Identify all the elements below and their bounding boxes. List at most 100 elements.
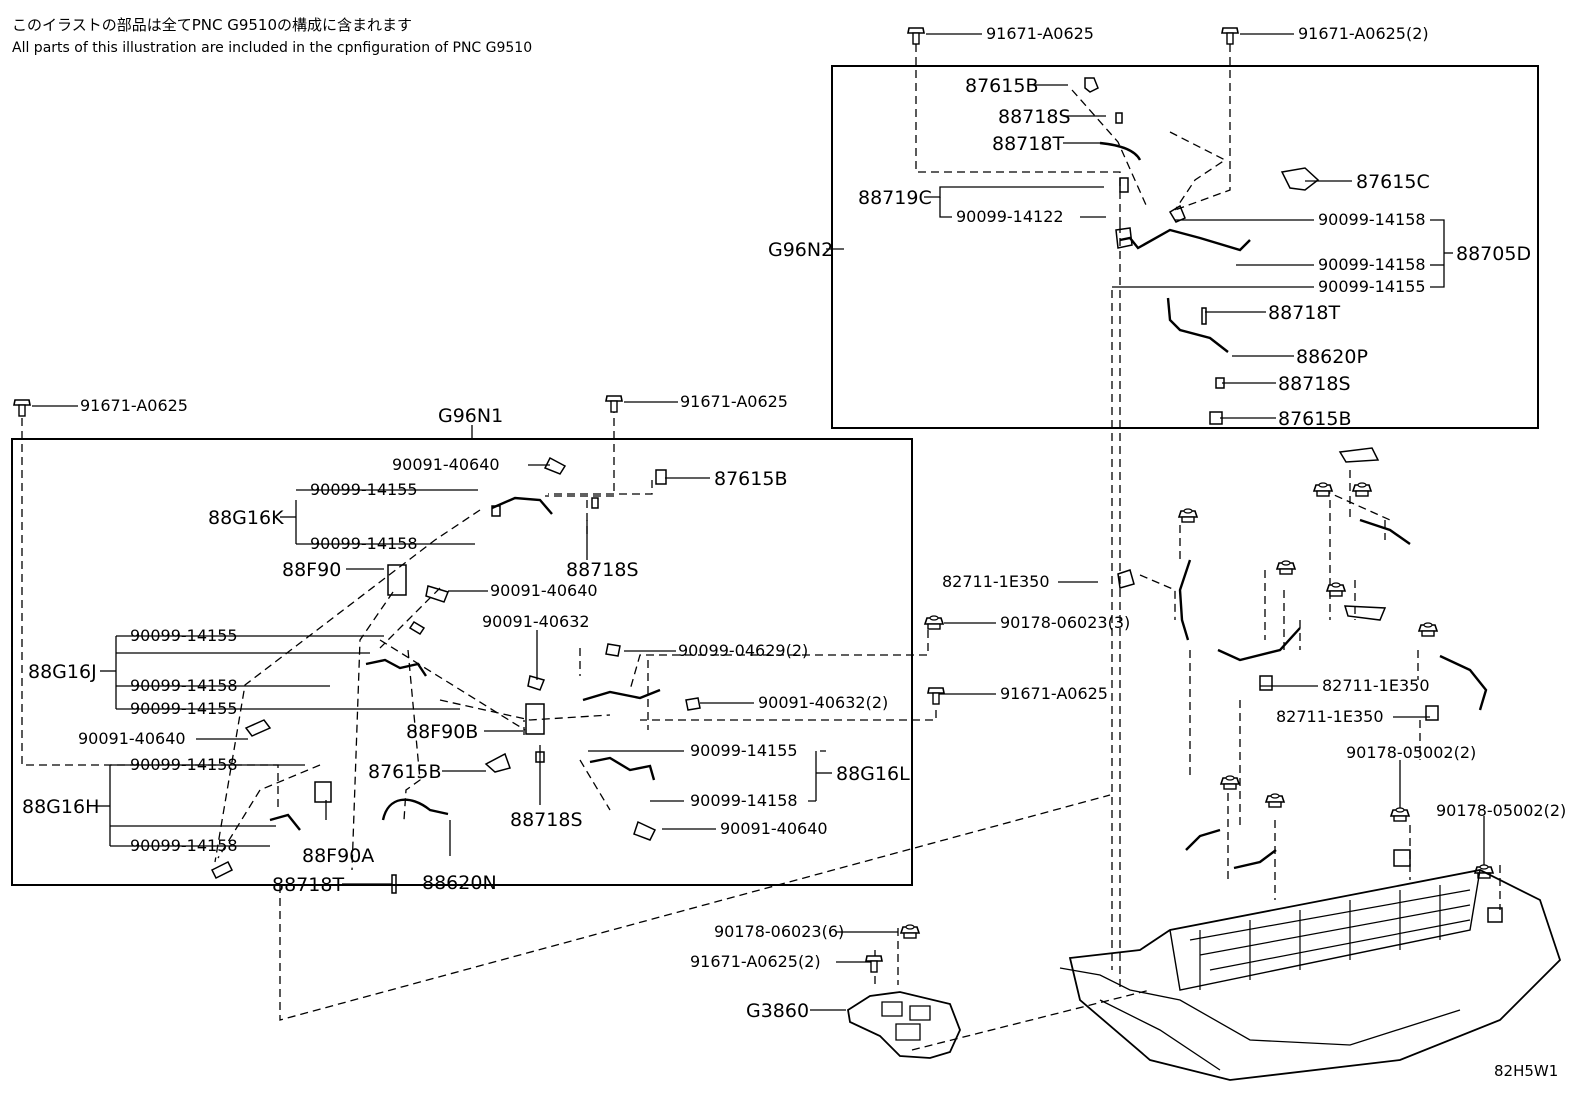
harness-88620p-icon — [1166, 297, 1229, 353]
label-91671-a0625-2-low: 91671-A0625(2) — [690, 952, 821, 971]
clip-88718s-b-icon — [535, 751, 545, 763]
label-87615b-top: 87615B — [965, 75, 1038, 97]
clip-87615b-b1-icon — [655, 469, 667, 485]
label-90099-14155-d: 90099-14155 — [690, 741, 798, 760]
clip-88718s-top-icon — [1115, 112, 1123, 124]
nut-harness-8-icon — [1265, 793, 1285, 808]
clip-82711-1e350-c-icon — [1425, 705, 1439, 721]
label-90099-14155-c: 90099-14155 — [130, 699, 238, 718]
label-87615b-mid: 87615B — [1278, 408, 1351, 430]
nut-90178-06023-6-icon — [900, 924, 920, 939]
clip-87615b-b2-icon — [484, 752, 511, 773]
label-88719c: 88719C — [858, 187, 932, 209]
label-88f90a: 88F90A — [302, 845, 374, 867]
block-g3860-icon — [847, 991, 961, 1059]
clip-82711-1e350-b-icon — [1259, 675, 1273, 691]
label-88718s-mid: 88718S — [1278, 373, 1351, 395]
label-91671-a0625-top: 91671-A0625 — [986, 24, 1094, 43]
label-88718s-top: 88718S — [998, 106, 1071, 128]
tube-88718t-mid-icon — [1201, 307, 1207, 325]
leader-lines — [32, 33, 1485, 1011]
label-82711-1e350-b: 82711-1E350 — [1322, 676, 1430, 695]
label-90099-14122: 90099-14122 — [956, 207, 1064, 226]
label-88f90b: 88F90B — [406, 721, 478, 743]
bolt-91671-a0625-top-icon — [907, 27, 925, 45]
bolt-91671-a0625-mid-icon — [605, 395, 623, 413]
label-90099-14158-e: 90099-14158 — [130, 836, 238, 855]
clip-87615b-top-icon — [1084, 77, 1099, 93]
bolt-91671-a0625-2-top-icon — [1221, 27, 1239, 45]
label-90178-05002-2-b: 90178-05002(2) — [1436, 801, 1566, 820]
label-90099-04629-2: 90099-04629(2) — [678, 641, 808, 660]
label-90099-14158-b: 90099-14158 — [130, 676, 238, 695]
label-88718s-b: 88718S — [510, 809, 583, 831]
label-87615c: 87615C — [1356, 171, 1430, 193]
group-box-g96n2 — [831, 65, 1539, 429]
label-90099-14155-b: 90099-14155 — [130, 626, 238, 645]
nut-harness-4-icon — [1352, 482, 1372, 497]
sensor-88f90b-icon — [525, 703, 545, 735]
sensor-88f90-icon — [387, 564, 407, 596]
label-88718s-a: 88718S — [566, 559, 639, 581]
label-90091-40640-d: 90091-40640 — [720, 819, 828, 838]
label-90178-06023-6: 90178-06023(6) — [714, 922, 844, 941]
header-note-japanese: このイラストの部品は全てPNC G9510の構成に含まれます — [12, 16, 413, 34]
bolt-90099-04629-icon — [605, 643, 621, 657]
bolt-90091-40640-c-icon — [244, 719, 272, 737]
label-88718t-top: 88718T — [992, 133, 1064, 155]
phantom-lines — [21, 44, 1501, 1051]
label-88g16k: 88G16K — [208, 507, 284, 529]
label-90091-40640-b: 90091-40640 — [490, 581, 598, 600]
bolt-90091-40632-2-icon — [685, 697, 701, 711]
label-91671-a0625-2-top: 91671-A0625(2) — [1298, 24, 1429, 43]
label-90091-40640-a: 90091-40640 — [392, 455, 500, 474]
cover-87615c-icon — [1280, 167, 1320, 191]
label-88705d: 88705D — [1456, 243, 1531, 265]
label-88g16h: 88G16H — [22, 796, 99, 818]
harness-88g16k-icon — [491, 496, 553, 515]
illustration-code: 82H5W1 — [1494, 1062, 1558, 1080]
label-g96n1: G96N1 — [438, 405, 503, 427]
nut-harness-6-icon — [1418, 622, 1438, 637]
clip-82711-1e350-a-icon — [1117, 569, 1135, 589]
label-88620p: 88620P — [1296, 346, 1368, 368]
label-91671-a0625-mid: 91671-A0625 — [680, 392, 788, 411]
bolt-91671-a0625-2-low-icon — [865, 955, 883, 973]
nut-90178-06023-3-icon — [924, 615, 944, 630]
label-90099-14155-r3: 90099-14155 — [1318, 277, 1426, 296]
harness-88g16j-icon — [365, 658, 427, 677]
clip-87615b-mid-icon — [1209, 411, 1223, 425]
header-note-english: All parts of this illustration are inclu… — [12, 40, 533, 56]
label-90099-14158-d: 90099-14158 — [130, 755, 238, 774]
nut-harness-7-icon — [1220, 775, 1240, 790]
sensor-88719c-icon — [1119, 177, 1129, 193]
clip-88718s-mid-icon — [1215, 377, 1225, 389]
bolt-91671-a0625-right-icon — [927, 687, 945, 705]
nut-90178-05002-a-icon — [1390, 807, 1410, 822]
harness-88g16h-icon — [269, 813, 301, 831]
group-box-g96n1 — [11, 438, 913, 886]
label-88620n: 88620N — [422, 872, 497, 894]
label-82711-1e350-c: 82711-1E350 — [1276, 707, 1384, 726]
clip-88718s-a-icon — [591, 497, 599, 509]
harness-88g16l-icon — [589, 756, 656, 781]
label-87615b-b2: 87615B — [368, 761, 441, 783]
label-90091-40640-c: 90091-40640 — [78, 729, 186, 748]
part-labels: 91671-A0625 91671-A0625(2) 87615B 88718S… — [22, 24, 1566, 1080]
tube-88620n-icon — [381, 798, 449, 821]
label-90099-14158-c: 90099-14158 — [690, 791, 798, 810]
label-g96n2: G96N2 — [768, 239, 833, 261]
label-82711-1e350-a: 82711-1E350 — [942, 572, 1050, 591]
label-90091-40632-2: 90091-40632(2) — [758, 693, 888, 712]
label-90099-14158-r1: 90099-14158 — [1318, 210, 1426, 229]
label-88g16j: 88G16J — [28, 661, 97, 683]
label-87615b-b1: 87615B — [714, 468, 787, 490]
label-90099-14158-a: 90099-14158 — [310, 534, 418, 553]
bolt-90091-40640-b-icon — [425, 585, 450, 603]
label-88718t-b: 88718T — [272, 874, 344, 896]
part-sketches — [13, 27, 1562, 1081]
bolt-90091-40640-d-icon — [633, 820, 657, 841]
sensor-88f90a-icon — [314, 781, 332, 803]
bolt-90091-40632-icon — [527, 675, 546, 691]
